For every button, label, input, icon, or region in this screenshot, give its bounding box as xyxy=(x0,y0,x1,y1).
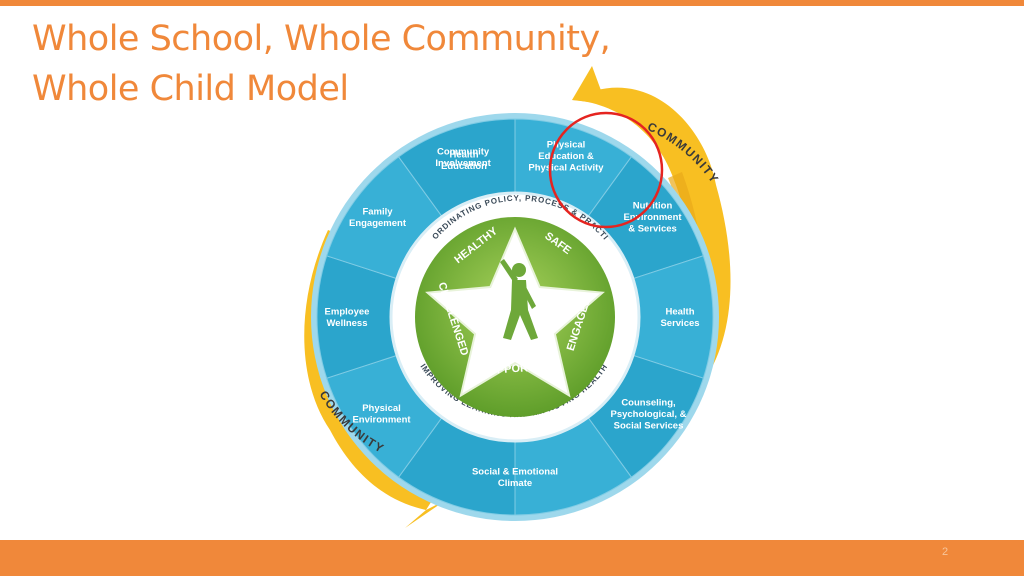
slide-title-line-2: Whole Child Model xyxy=(32,69,349,109)
bottom-accent-bar xyxy=(0,540,1024,576)
highlight-circle xyxy=(548,111,664,229)
tenet-supported: SUPPORTED xyxy=(481,361,550,378)
top-accent-bar xyxy=(0,0,1024,6)
slide-title-line-1: Whole School, Whole Community, xyxy=(32,19,611,59)
slide-title: Whole School, Whole Community, Whole Chi… xyxy=(32,14,611,114)
jumping-child-figure xyxy=(500,259,538,340)
page-number: 2 xyxy=(941,546,949,558)
component-label: Counseling,Psychological, &Social Servic… xyxy=(610,398,686,432)
coordination-ring-edge xyxy=(389,191,641,443)
